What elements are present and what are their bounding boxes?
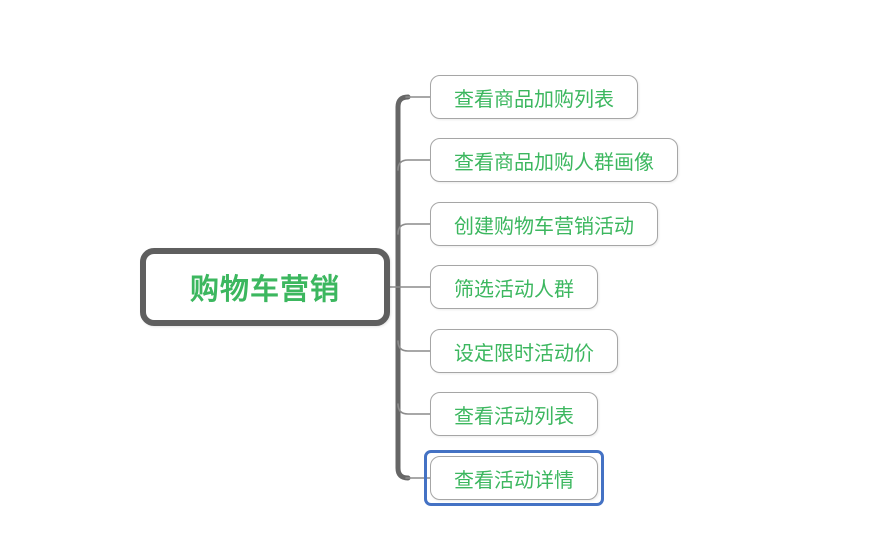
child-node-label: 查看商品加购人群画像 (454, 151, 654, 174)
child-node-label: 创建购物车营销活动 (454, 215, 634, 238)
child-node-label: 查看商品加购列表 (454, 88, 614, 111)
child-node[interactable]: 创建购物车营销活动 (430, 202, 658, 246)
child-node-label: 查看活动列表 (454, 405, 574, 428)
child-node[interactable]: 筛选活动人群 (430, 265, 598, 309)
root-node[interactable]: 购物车营销 (140, 248, 390, 326)
root-node-label: 购物车营销 (189, 274, 340, 306)
child-node-label: 筛选活动人群 (454, 278, 574, 301)
child-node-label: 查看活动详情 (454, 469, 574, 492)
child-node[interactable]: 设定限时活动价 (430, 329, 618, 373)
child-node[interactable]: 查看商品加购列表 (430, 75, 638, 119)
child-node[interactable]: 查看商品加购人群画像 (430, 138, 678, 182)
child-node[interactable]: 查看活动详情 (424, 450, 604, 506)
child-node-label: 设定限时活动价 (454, 342, 594, 365)
child-node[interactable]: 查看活动列表 (430, 392, 598, 436)
